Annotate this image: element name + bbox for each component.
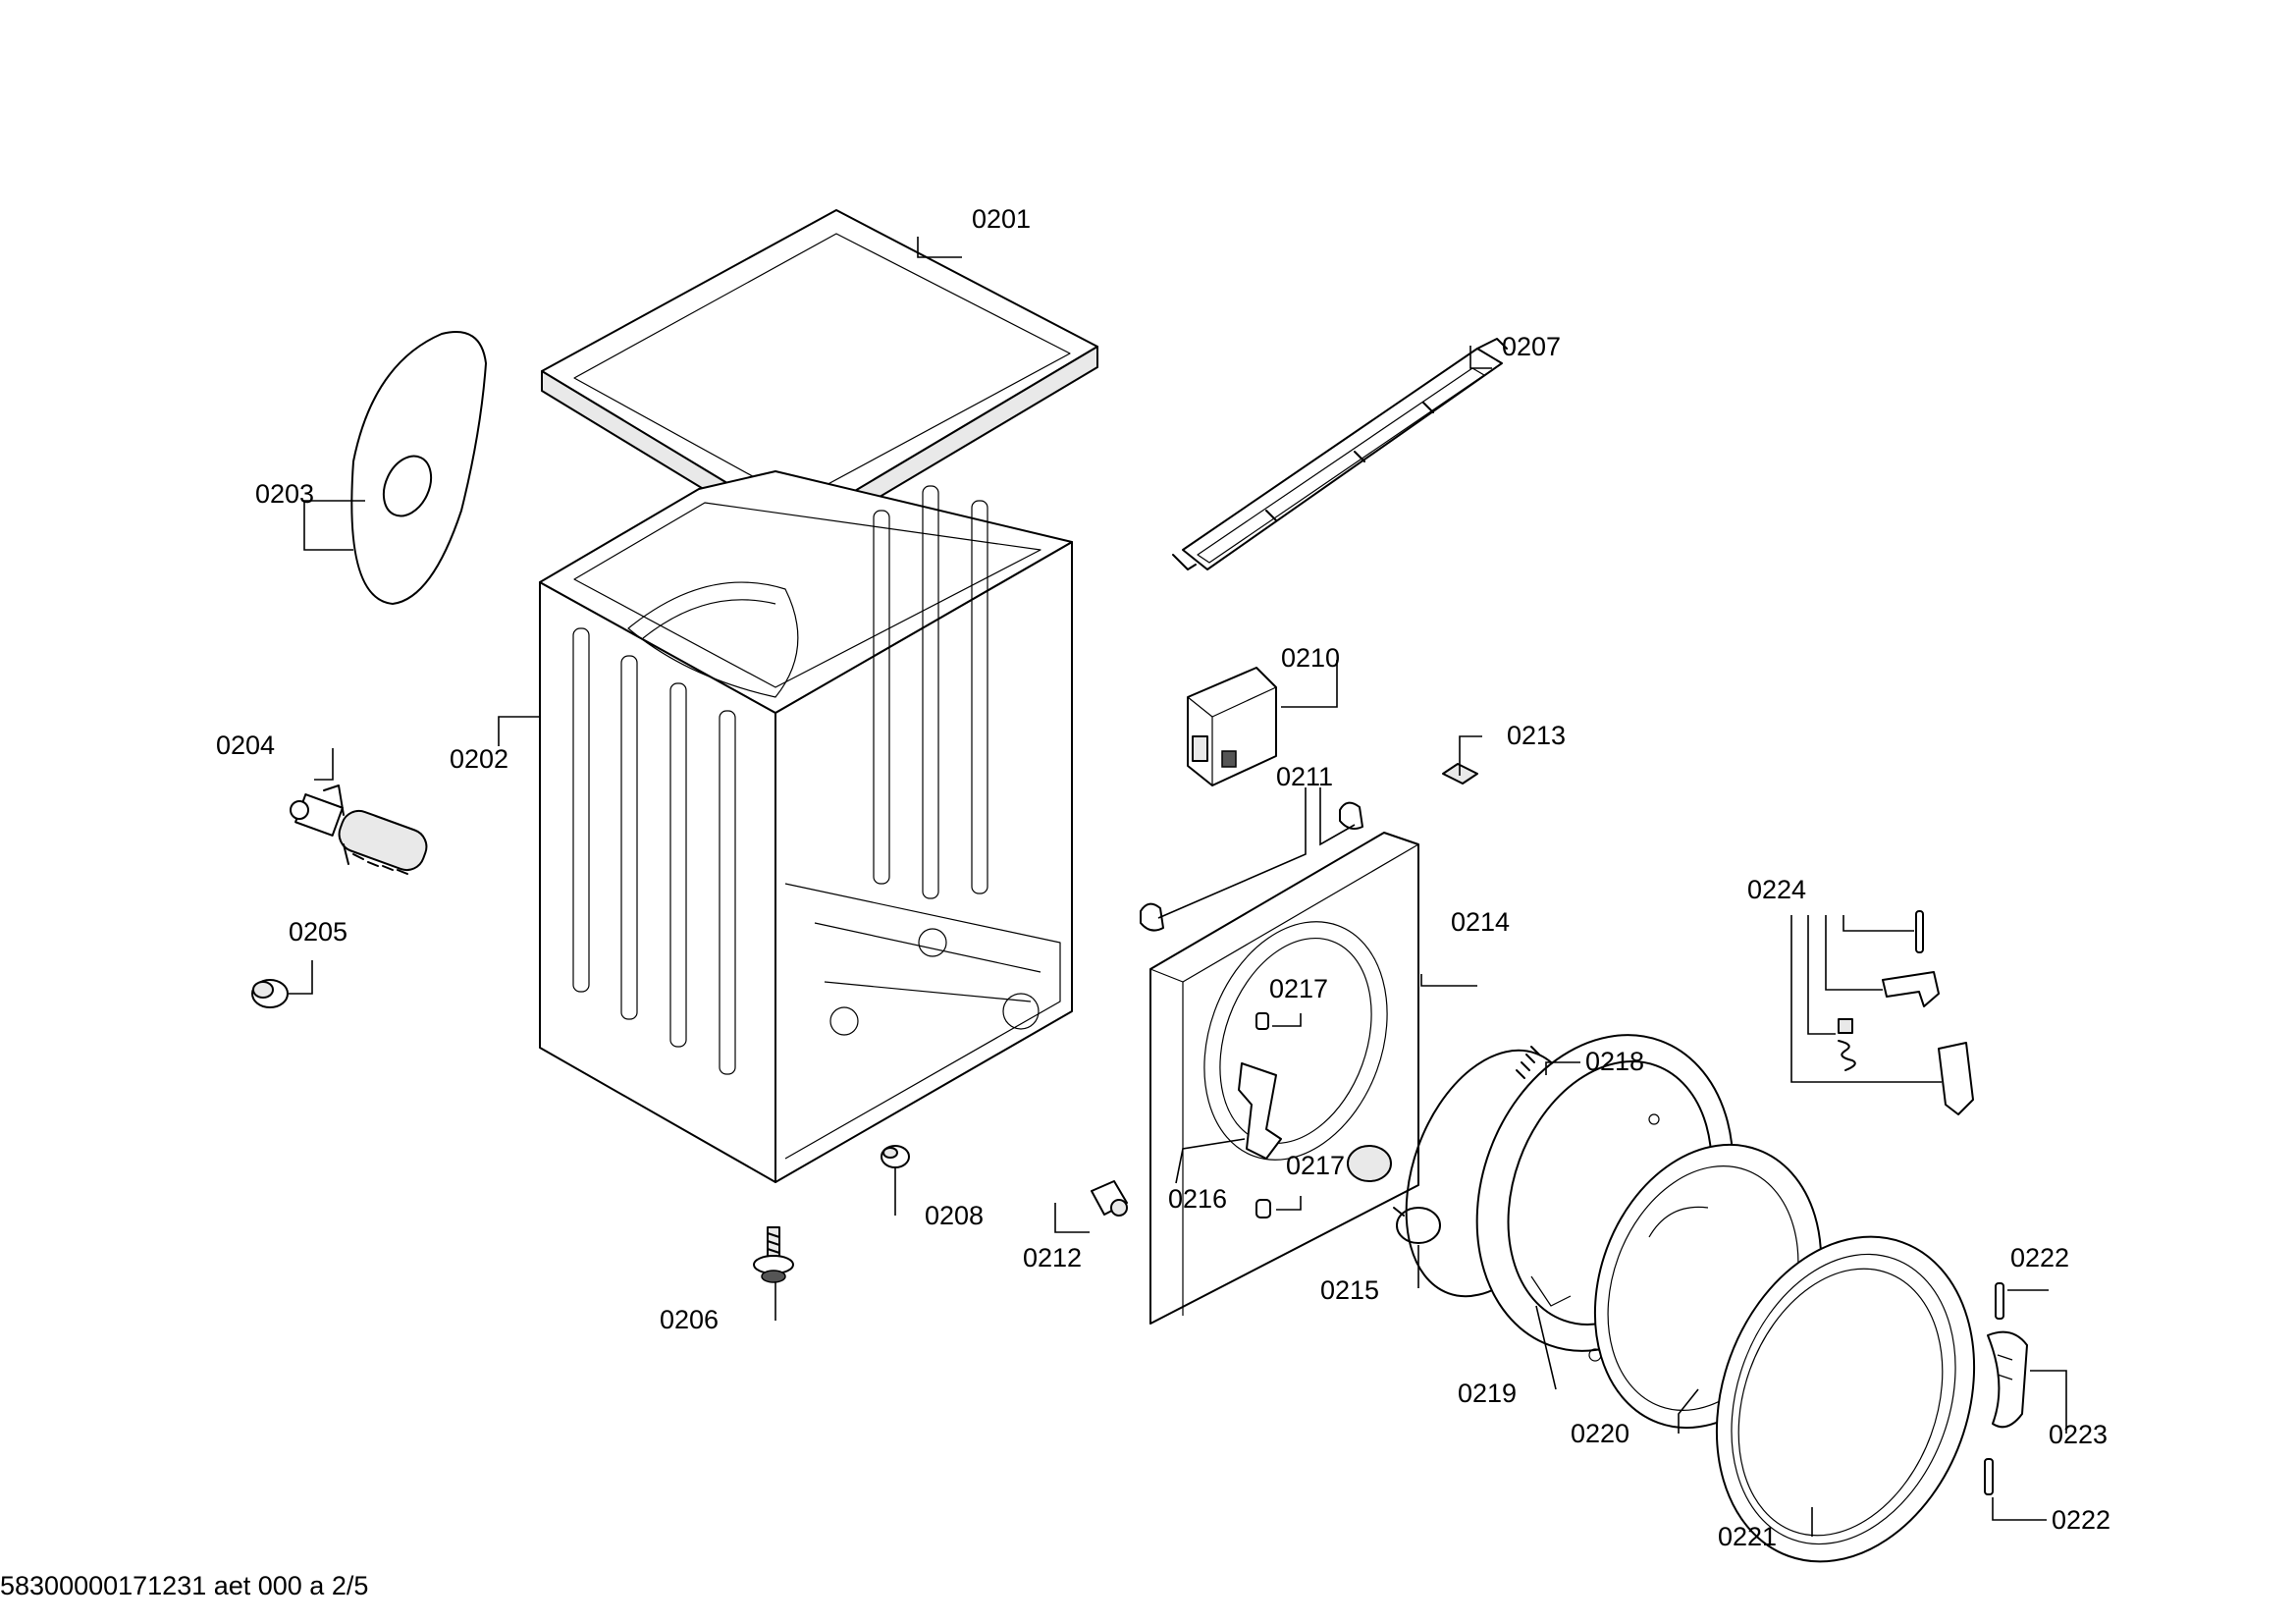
part-0207-rail[interactable] bbox=[1172, 338, 1508, 570]
part-0205-foot-cap[interactable] bbox=[251, 979, 289, 1008]
part-0206-foot[interactable] bbox=[753, 1226, 794, 1283]
label-0203: 0203 bbox=[255, 479, 314, 509]
label-0210: 0210 bbox=[1281, 643, 1340, 673]
label-0223: 0223 bbox=[2049, 1420, 2108, 1449]
part-0223-door-handle[interactable] bbox=[1987, 1330, 2028, 1429]
part-0217-spacer-lower[interactable] bbox=[1255, 1199, 1271, 1218]
label-0216: 0216 bbox=[1168, 1184, 1227, 1214]
part-0216-handle[interactable] bbox=[1238, 1062, 1282, 1160]
part-0203-rear-cover[interactable] bbox=[350, 331, 487, 605]
label-0217-lower: 0217 bbox=[1286, 1151, 1345, 1180]
part-0210-door-lock[interactable] bbox=[1187, 667, 1277, 786]
label-0201: 0201 bbox=[972, 204, 1031, 234]
part-0202-housing[interactable] bbox=[539, 470, 1073, 1183]
label-0220: 0220 bbox=[1571, 1419, 1629, 1448]
label-0202: 0202 bbox=[450, 744, 508, 774]
label-0221: 0221 bbox=[1718, 1522, 1777, 1551]
leader-lines bbox=[289, 237, 2067, 1537]
part-0215-cap[interactable] bbox=[1393, 1207, 1441, 1244]
label-0213: 0213 bbox=[1507, 721, 1566, 750]
label-0222-upper: 0222 bbox=[2010, 1243, 2069, 1272]
label-0222-lower: 0222 bbox=[2052, 1505, 2110, 1535]
part-0208-plug[interactable] bbox=[881, 1145, 910, 1168]
part-0221-door-ring[interactable] bbox=[1673, 1200, 2017, 1597]
part-0204-filter[interactable] bbox=[290, 785, 431, 875]
label-0218: 0218 bbox=[1585, 1047, 1644, 1076]
part-0222-pin-lower[interactable] bbox=[1984, 1458, 1994, 1495]
label-0224: 0224 bbox=[1747, 875, 1806, 904]
label-0212: 0212 bbox=[1023, 1243, 1082, 1272]
label-0217-upper: 0217 bbox=[1269, 974, 1328, 1003]
label-0214: 0214 bbox=[1451, 907, 1510, 937]
label-0211: 0211 bbox=[1276, 762, 1333, 791]
part-0217-spacer-upper[interactable] bbox=[1255, 1012, 1269, 1030]
label-0215: 0215 bbox=[1320, 1275, 1379, 1305]
callout-labels: 0201 0202 0203 0204 0205 0206 0207 0208 … bbox=[216, 204, 2110, 1551]
part-0214-front-panel[interactable] bbox=[1149, 832, 1419, 1325]
part-0222-pin-upper[interactable] bbox=[1995, 1282, 2004, 1320]
label-0205: 0205 bbox=[289, 917, 347, 947]
part-0211-hinges[interactable] bbox=[1140, 801, 1363, 932]
label-0204: 0204 bbox=[216, 731, 275, 760]
document-id: 58300000171231 aet 000 a 2/5 bbox=[0, 1571, 369, 1600]
part-0224-lock-kit[interactable] bbox=[1838, 910, 1974, 1115]
label-0207: 0207 bbox=[1502, 332, 1561, 361]
label-0206: 0206 bbox=[660, 1305, 719, 1334]
label-0219: 0219 bbox=[1458, 1379, 1517, 1408]
part-0212-actuator[interactable] bbox=[1091, 1180, 1128, 1217]
label-0208: 0208 bbox=[925, 1201, 984, 1230]
